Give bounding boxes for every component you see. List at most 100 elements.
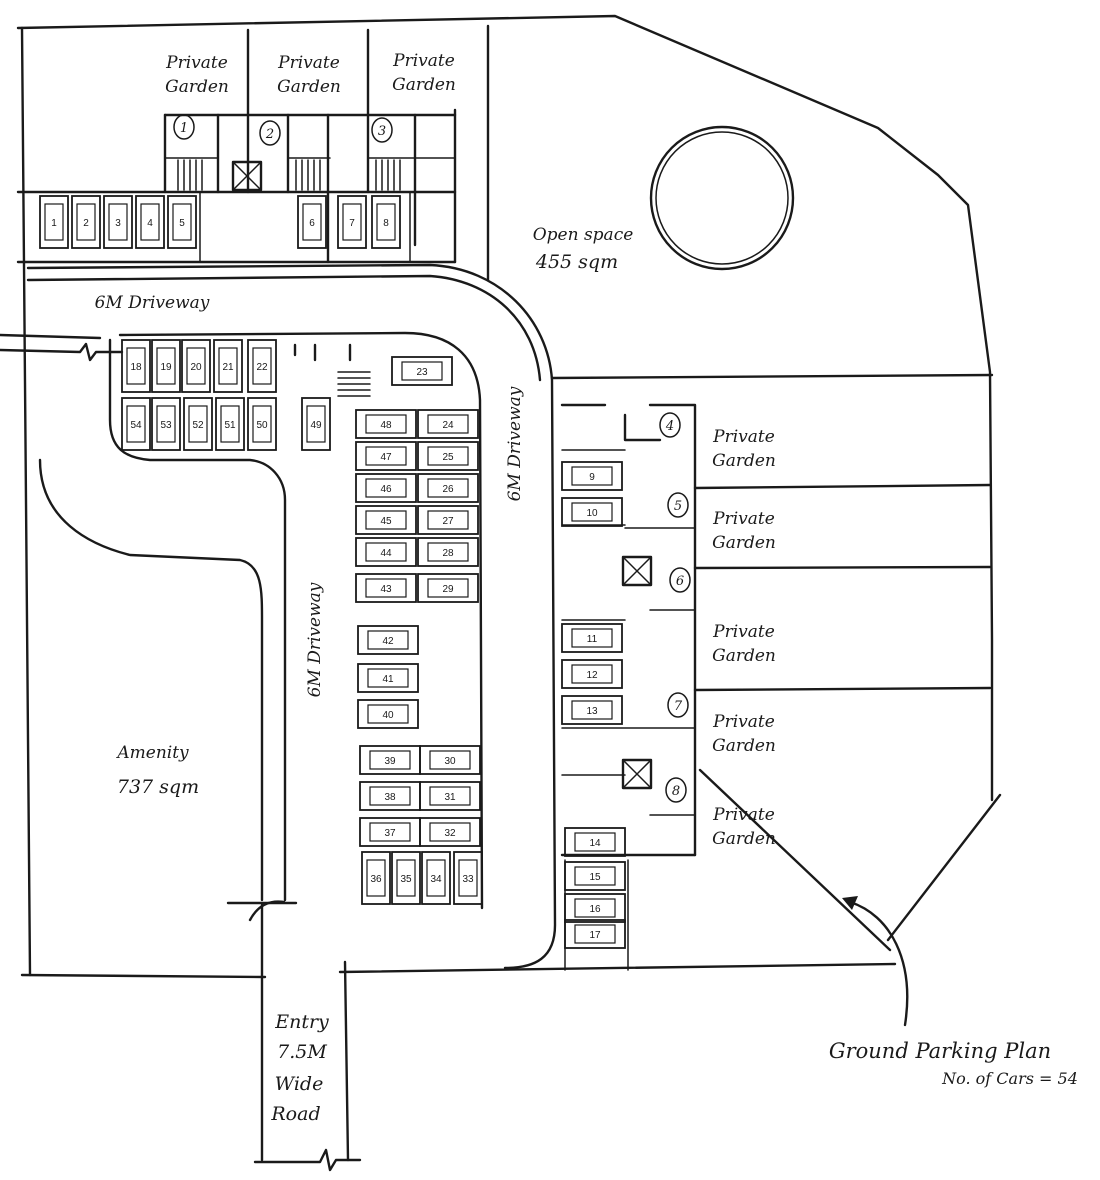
car-outline bbox=[427, 510, 469, 530]
car-outline bbox=[252, 347, 272, 385]
car-outline bbox=[369, 822, 411, 842]
stall-outline bbox=[337, 195, 367, 249]
stall-number: 23 bbox=[416, 367, 428, 378]
stall-number: 47 bbox=[380, 452, 392, 463]
driveway-edges bbox=[0, 263, 557, 1172]
parking-stall: 33 bbox=[453, 851, 483, 905]
unit-circle bbox=[659, 412, 681, 438]
car-outline bbox=[429, 822, 471, 842]
stall-outline bbox=[564, 919, 626, 949]
stall-outline bbox=[357, 663, 419, 693]
stall-outline bbox=[561, 695, 623, 725]
stall-outline bbox=[417, 473, 479, 503]
stall-number: 45 bbox=[380, 516, 392, 527]
unit-marker: 5 bbox=[667, 492, 689, 518]
car-outline bbox=[140, 203, 160, 241]
stall-number: 34 bbox=[430, 874, 442, 885]
car-outline bbox=[220, 405, 240, 443]
parking-stall: 4 bbox=[135, 195, 165, 249]
car-outline bbox=[401, 361, 443, 381]
entry-wide: Wide bbox=[275, 1073, 324, 1095]
parking-stall: 9 bbox=[561, 461, 623, 491]
parking-stall: 31 bbox=[419, 781, 481, 811]
stall-number: 7 bbox=[349, 218, 355, 229]
unit-circle bbox=[669, 567, 691, 593]
car-outline bbox=[365, 510, 407, 530]
car-outline bbox=[427, 542, 469, 562]
unit-circle bbox=[371, 117, 393, 143]
stall-outline bbox=[247, 339, 277, 393]
unit-circle bbox=[667, 492, 689, 518]
stall-number: 17 bbox=[589, 930, 601, 941]
car-outline bbox=[126, 405, 146, 443]
parking-stall: 2 bbox=[71, 195, 101, 249]
stall-number: 12 bbox=[586, 670, 598, 681]
garden-label-line2: Garden bbox=[712, 451, 776, 471]
stall-outline bbox=[417, 409, 479, 439]
parking-stall: 36 bbox=[361, 851, 391, 905]
stall-number: 22 bbox=[256, 362, 268, 373]
car-outline bbox=[365, 478, 407, 498]
parking-stall: 37 bbox=[359, 817, 421, 847]
unit-marker: 2 bbox=[259, 120, 281, 146]
unit-number: 7 bbox=[674, 699, 683, 714]
stall-number: 11 bbox=[587, 634, 598, 645]
stall-outline bbox=[421, 851, 451, 905]
stall-outline bbox=[417, 505, 479, 535]
stall-number: 51 bbox=[224, 420, 236, 431]
car-outline bbox=[396, 859, 416, 897]
parking-stall: 10 bbox=[561, 497, 623, 527]
stall-outline bbox=[417, 537, 479, 567]
stall-outline bbox=[215, 397, 245, 451]
stall-number: 1 bbox=[51, 218, 57, 229]
entry-label: Entry bbox=[274, 1011, 329, 1033]
stall-number: 44 bbox=[380, 548, 392, 559]
stall-outline bbox=[71, 195, 101, 249]
unit-number: 1 bbox=[180, 121, 188, 136]
stall-outline bbox=[564, 827, 626, 857]
stall-outline bbox=[561, 497, 623, 527]
parking-stall: 35 bbox=[391, 851, 421, 905]
stair-icon bbox=[177, 159, 401, 191]
car-outline bbox=[369, 750, 411, 770]
stall-number: 20 bbox=[190, 362, 202, 373]
parking-stall: 30 bbox=[419, 745, 481, 775]
garden-label-line1: Private bbox=[712, 712, 775, 732]
stall-outline bbox=[561, 659, 623, 689]
garden-label-line2: Garden bbox=[712, 829, 776, 849]
stall-outline bbox=[357, 625, 419, 655]
stall-outline bbox=[561, 461, 623, 491]
unit-circle bbox=[173, 114, 195, 140]
unit-marker: 3 bbox=[371, 117, 393, 143]
car-outline bbox=[574, 866, 616, 886]
parking-stall: 42 bbox=[357, 625, 419, 655]
garden-label-line1: Private bbox=[712, 427, 775, 447]
stall-number: 46 bbox=[380, 484, 392, 495]
car-outline bbox=[44, 203, 64, 241]
car-outline bbox=[302, 203, 322, 241]
unit-number: 6 bbox=[676, 574, 684, 589]
parking-stall: 49 bbox=[301, 397, 331, 451]
car-outline bbox=[427, 478, 469, 498]
stall-outline bbox=[121, 397, 151, 451]
garden-label-line1: Private bbox=[712, 622, 775, 642]
car-outline bbox=[571, 502, 613, 522]
car-outline bbox=[156, 405, 176, 443]
parking-stall: 51 bbox=[215, 397, 245, 451]
open-space-label: Open space bbox=[533, 225, 634, 245]
stall-number: 24 bbox=[442, 420, 454, 431]
stall-number: 25 bbox=[442, 452, 454, 463]
parking-stall: 26 bbox=[417, 473, 479, 503]
parking-stall: 12 bbox=[561, 659, 623, 689]
car-outline bbox=[126, 347, 146, 385]
stall-number: 15 bbox=[589, 872, 601, 883]
parking-stall: 39 bbox=[359, 745, 421, 775]
parking-stall: 52 bbox=[183, 397, 213, 451]
site-boundary bbox=[16, 14, 1002, 979]
garden-label-line1: Private bbox=[712, 805, 775, 825]
stall-number: 36 bbox=[370, 874, 382, 885]
parking-stall: 23 bbox=[391, 356, 453, 386]
parking-stall: 14 bbox=[564, 827, 626, 857]
open-space-circle bbox=[649, 125, 795, 271]
